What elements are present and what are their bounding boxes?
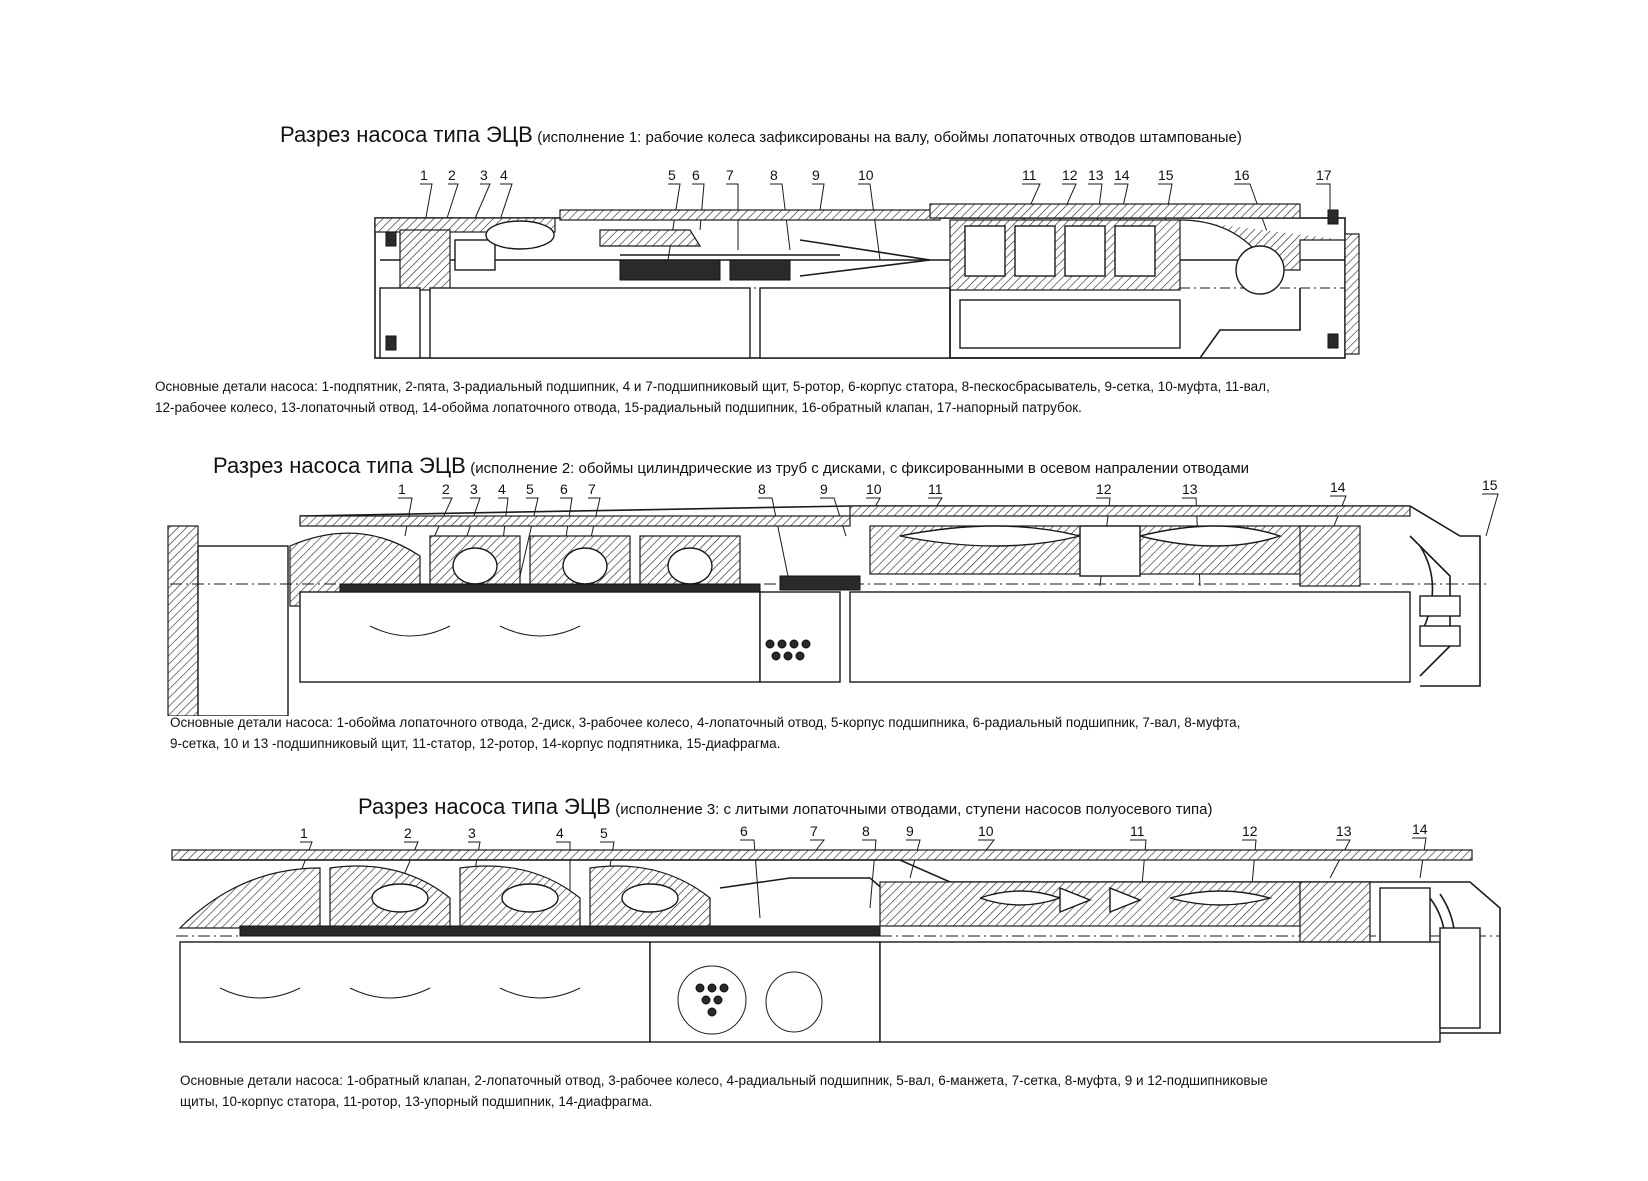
label-3: 3	[468, 825, 476, 841]
label-6: 6	[740, 823, 748, 839]
label-14: 14	[1330, 479, 1346, 495]
label-7: 7	[588, 481, 596, 497]
label-13: 13	[1336, 823, 1352, 839]
label-10: 10	[866, 481, 882, 497]
section-2-title: Разрез насоса типа ЭЦВ (исполнение 2: об…	[213, 453, 1249, 479]
section-1-title: Разрез насоса типа ЭЦВ (исполнение 1: ра…	[280, 122, 1242, 148]
section-2-drawing: 1 2 3 4 5 6 7 8 9 10 11 12 13 14 15	[167, 477, 1499, 716]
label-4: 4	[556, 825, 564, 841]
label-10: 10	[978, 823, 994, 839]
section-3-drawing: 1 2 3 4 5 6 7 8 9 10 11 12 13 14	[171, 821, 1501, 1043]
section-1-leaders	[419, 183, 1331, 261]
section-3-pump-body	[171, 849, 1501, 1043]
label-14: 14	[1114, 167, 1130, 183]
section-3-title-main: Разрез насоса типа ЭЦВ	[358, 794, 611, 819]
section-3-caption: Основные детали насоса: 1-обратный клапа…	[180, 1070, 1268, 1112]
label-2: 2	[448, 167, 456, 183]
label-3: 3	[470, 481, 478, 497]
section-1-caption-line-1: Основные детали насоса: 1-подпятник, 2-п…	[155, 379, 1270, 394]
label-11: 11	[1022, 167, 1037, 183]
section-2-labels: 1 2 3 4 5 6 7 8 9 10 11 12 13 14 15	[398, 477, 1498, 497]
label-2: 2	[404, 825, 412, 841]
label-9: 9	[820, 481, 828, 497]
label-11: 11	[928, 481, 943, 497]
label-15: 15	[1482, 477, 1498, 493]
label-6: 6	[692, 167, 700, 183]
label-8: 8	[770, 167, 778, 183]
label-4: 4	[500, 167, 508, 183]
section-3-caption-line-1: Основные детали насоса: 1-обратный клапа…	[180, 1073, 1268, 1088]
section-1-title-sub: (исполнение 1: рабочие колеса зафиксиров…	[537, 129, 1242, 146]
section-2-title-main: Разрез насоса типа ЭЦВ	[213, 453, 466, 478]
section-1-drawing: 1 2 3 4 5 6 7 8 9 10 11 12 13 14 15 16 1…	[374, 167, 1360, 359]
label-17: 17	[1316, 167, 1332, 183]
label-16: 16	[1234, 167, 1250, 183]
section-2-pump-body	[167, 505, 1490, 716]
section-1-labels: 1 2 3 4 5 6 7 8 9 10 11 12 13 14 15 16 1…	[420, 167, 1332, 183]
label-9: 9	[812, 167, 820, 183]
section-2-caption: Основные детали насоса: 1-обойма лопаточ…	[170, 712, 1240, 754]
label-5: 5	[668, 167, 676, 183]
label-1: 1	[398, 481, 406, 497]
label-12: 12	[1242, 823, 1258, 839]
label-13: 13	[1182, 481, 1198, 497]
label-9: 9	[906, 823, 914, 839]
section-3-caption-line-2: щиты, 10-корпус статора, 11-ротор, 13-уп…	[180, 1094, 653, 1109]
label-12: 12	[1062, 167, 1078, 183]
label-11: 11	[1130, 823, 1145, 839]
label-4: 4	[498, 481, 506, 497]
section-2-caption-line-2: 9-сетка, 10 и 13 -подшипниковый щит, 11-…	[170, 736, 781, 751]
label-5: 5	[600, 825, 608, 841]
section-2-title-sub: (исполнение 2: обоймы цилиндрические из …	[470, 460, 1250, 477]
section-1-caption: Основные детали насоса: 1-подпятник, 2-п…	[155, 376, 1270, 418]
label-6: 6	[560, 481, 568, 497]
label-12: 12	[1096, 481, 1112, 497]
label-7: 7	[726, 167, 734, 183]
section-1-title-main: Разрез насоса типа ЭЦВ	[280, 122, 533, 147]
section-3-title-sub: (исполнение 3: с литыми лопаточными отво…	[615, 801, 1213, 818]
label-14: 14	[1412, 821, 1428, 837]
label-10: 10	[858, 167, 874, 183]
section-1-pump-body	[374, 203, 1360, 359]
label-2: 2	[442, 481, 450, 497]
label-15: 15	[1158, 167, 1174, 183]
section-3-title: Разрез насоса типа ЭЦВ (исполнение 3: с …	[358, 794, 1213, 820]
label-8: 8	[758, 481, 766, 497]
label-8: 8	[862, 823, 870, 839]
label-1: 1	[300, 825, 308, 841]
section-3-labels: 1 2 3 4 5 6 7 8 9 10 11 12 13 14	[300, 821, 1428, 841]
label-13: 13	[1088, 167, 1104, 183]
label-5: 5	[526, 481, 534, 497]
section-1-caption-line-2: 12-рабочее колесо, 13-лопаточный отвод, …	[155, 400, 1082, 415]
label-1: 1	[420, 167, 428, 183]
label-7: 7	[810, 823, 818, 839]
section-2-caption-line-1: Основные детали насоса: 1-обойма лопаточ…	[170, 715, 1241, 730]
label-3: 3	[480, 167, 488, 183]
